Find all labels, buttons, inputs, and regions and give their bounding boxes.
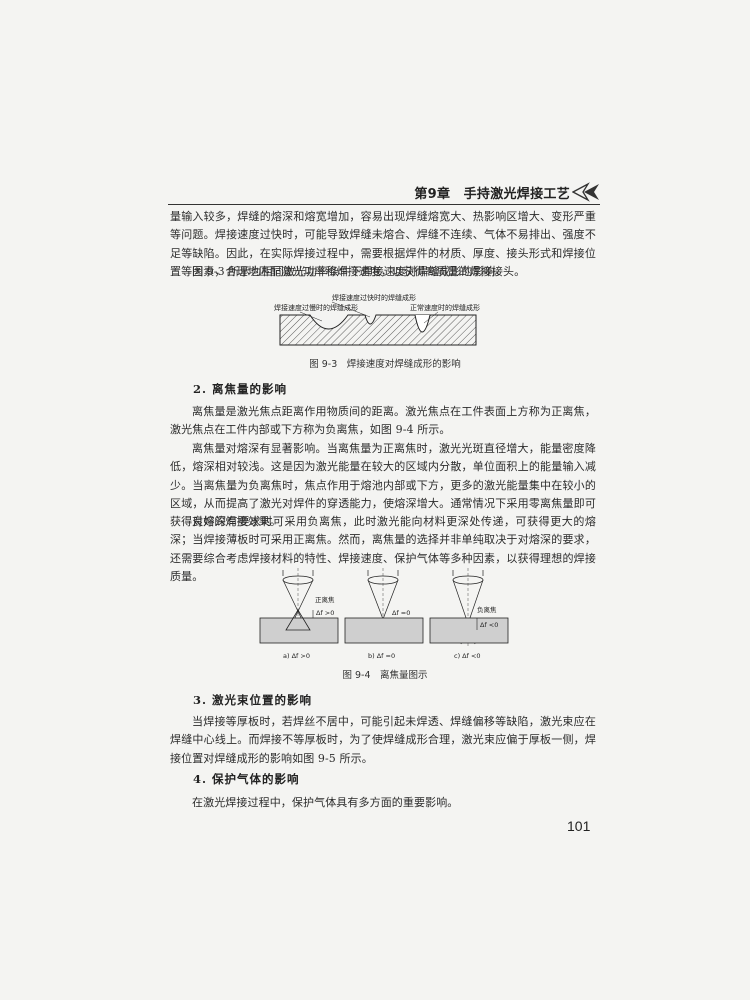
chapter-header: 第9章 手持激光焊接工艺 [168, 181, 600, 205]
section-heading-defocus: 2. 离焦量的影响 [193, 382, 288, 396]
figure-9-3-weld-speed: 焊接速度过快时的焊缝成形 焊接速度过慢时的焊缝成形 正常速度时的焊缝成形 [274, 293, 480, 346]
label-normal-weld: 正常速度时的焊缝成形 [410, 303, 480, 312]
label-delta-positive: Δf >0 [316, 609, 334, 617]
label-negative-defocus: 负离焦 [477, 605, 497, 614]
label-slow-weld: 焊接速度过慢时的焊缝成形 [274, 303, 358, 312]
paragraph-defocus-penetration: 离焦量对熔深有显著影响。当离焦量为正离焦时，激光光斑直径增大，能量密度降低，熔深… [170, 442, 596, 529]
chevron-arrows-icon [572, 182, 599, 202]
section-heading-shielding-gas: 4. 保护气体的影响 [193, 772, 300, 786]
paragraph-beam-position: 当焊接等厚板时，若焊丝不居中，可能引起未焊透、焊缝偏移等缺陷，激光束应在焊缝中心… [170, 715, 596, 765]
label-delta-negative: Δf <0 [480, 621, 498, 629]
subcaption-c: c) Δf <0 [454, 652, 481, 660]
chapter-title: 第9章 手持激光焊接工艺 [414, 187, 570, 202]
diagram-positive-defocus: 正离焦 Δf >0 a) Δf >0 [259, 568, 339, 660]
label-positive-defocus: 正离焦 [315, 595, 335, 604]
paragraph-figure-9-3-intro: 图 9-3 所示为相同激光功率条件下焊接速度对焊缝成形的影响。 [192, 265, 506, 278]
paragraph-defocus-definition: 离焦量是激光焦点距离作用物质间的距离。激光焦点在工件表面上方称为正离焦，激光焦点… [170, 405, 596, 437]
diagram-zero-defocus: Δf =0 b) Δf =0 [344, 568, 424, 660]
section-heading-beam-position: 3. 激光束位置的影响 [193, 693, 313, 707]
paragraph-speed-effects: 量输入较多，焊缝的熔深和熔宽增加，容易出现焊缝熔宽大、热影响区增大、变形严重等问… [170, 210, 596, 278]
label-fast-weld: 焊接速度过快时的焊缝成形 [332, 293, 416, 302]
paragraph-shielding-gas: 在激光焊接过程中，保护气体具有多方面的重要影响。 [192, 796, 459, 809]
label-delta-zero: Δf =0 [392, 609, 410, 617]
header-rule [168, 203, 600, 205]
subcaption-a: a) Δf >0 [283, 652, 310, 660]
figure-9-4-defocus-diagram: 正离焦 Δf >0 a) Δf >0 Δf =0 b) Δf =0 负 [259, 568, 509, 660]
figure-9-3-caption: 图 9-3 焊接速度对焊缝成形的影响 [309, 359, 461, 370]
figure-9-4-caption: 图 9-4 离焦量图示 [342, 670, 428, 681]
page-number: 101 [567, 818, 591, 834]
subcaption-b: b) Δf =0 [368, 652, 395, 660]
diagram-negative-defocus: 负离焦 Δf <0 c) Δf <0 [429, 568, 509, 660]
paragraph-defocus-selection: 对熔深有要求时可采用负离焦，此时激光能向材料更深处传递，可获得更大的熔深；当焊接… [170, 515, 596, 583]
